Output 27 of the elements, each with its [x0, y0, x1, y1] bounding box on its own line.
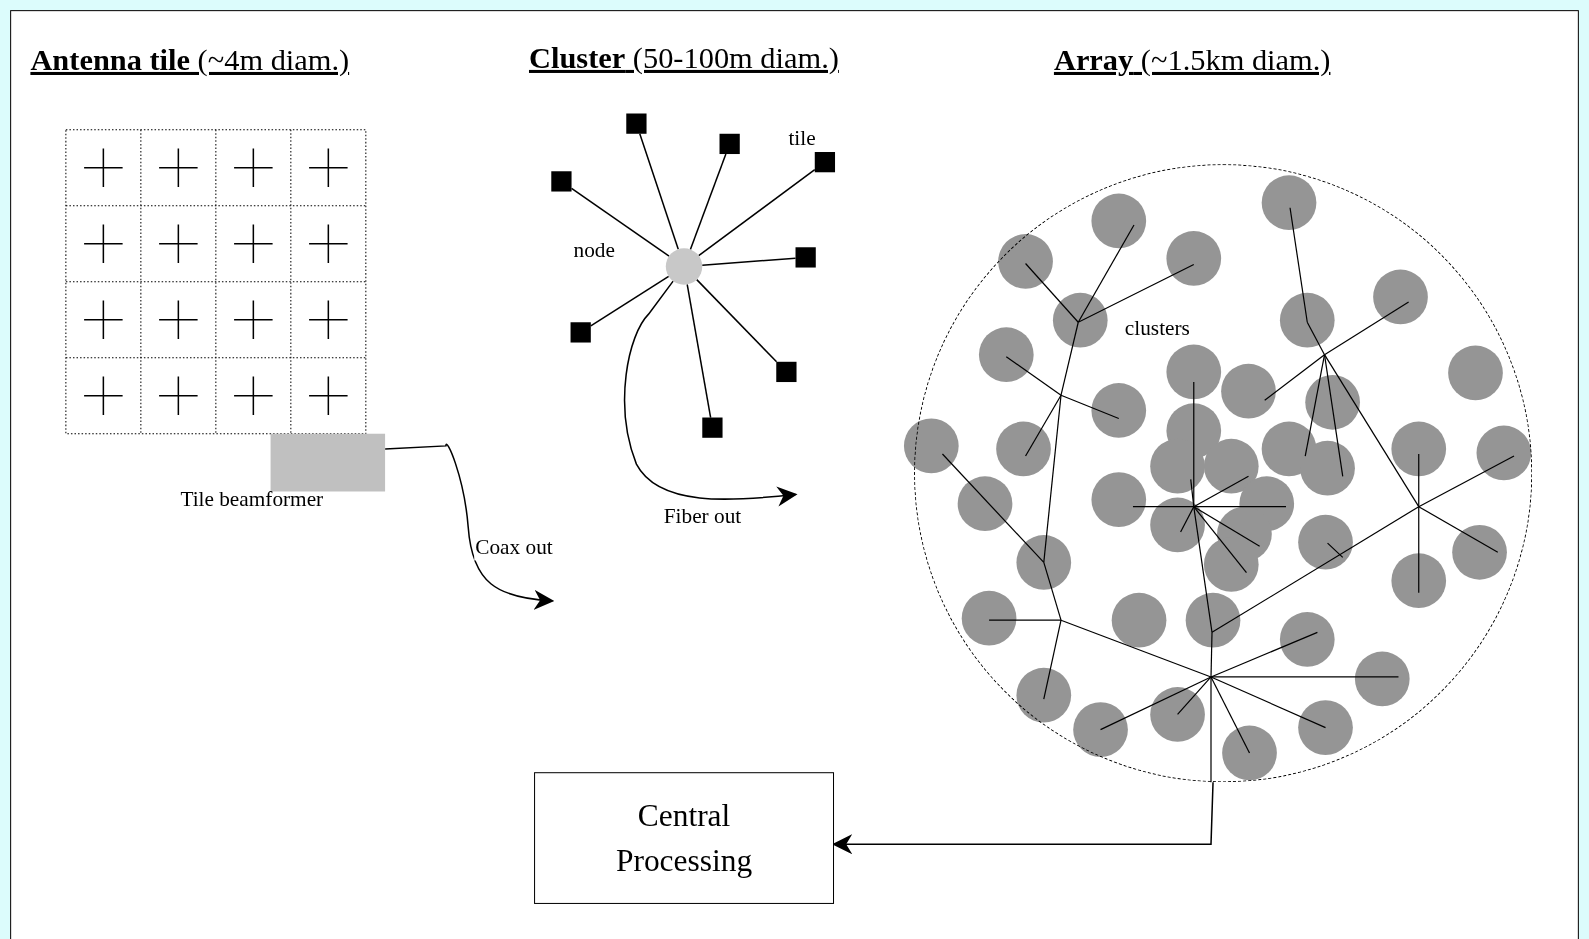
connector-line — [570, 187, 670, 257]
connector-line — [590, 275, 670, 327]
tile-square — [776, 361, 797, 383]
node-label: Tile beamformer — [180, 486, 324, 512]
section-heading: Antenna tile (~4m diam.) — [30, 42, 350, 77]
connector-line — [689, 153, 727, 251]
tile-square — [814, 152, 836, 173]
tile-square — [570, 322, 591, 343]
tile-square — [551, 171, 572, 192]
section-heading: Array (~1.5km diam.) — [1053, 42, 1331, 77]
section-heading: Cluster (50-100m diam.) — [529, 40, 839, 75]
tile-square — [626, 113, 647, 134]
tile-square — [795, 247, 816, 268]
connector-line — [686, 283, 712, 419]
process-box: Central Processing — [534, 772, 834, 904]
tile-square — [702, 417, 723, 438]
connector-line — [701, 257, 797, 266]
tile-square — [719, 133, 740, 155]
part-label: tile — [788, 125, 816, 151]
node-label: node — [573, 238, 615, 264]
connector-line — [697, 168, 816, 257]
arrow — [623, 280, 798, 507]
part-label: clusters — [1124, 316, 1190, 342]
connector-line — [639, 133, 680, 250]
arrow — [384, 443, 555, 610]
connector-line — [696, 278, 778, 363]
arrow — [832, 781, 1214, 855]
